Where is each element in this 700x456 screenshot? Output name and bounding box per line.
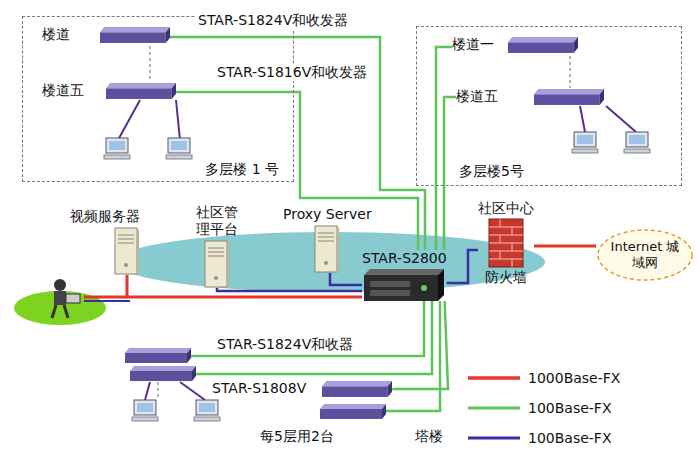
tower-uplink [386, 301, 440, 411]
edge-label: STAR-S1824V和收发器 [196, 12, 350, 29]
access-switch: 楼道五 [42, 82, 176, 99]
tower-switch [320, 404, 386, 419]
node-label: 楼道五 [456, 88, 498, 105]
annotation: STAR-S1824V和收器 [215, 336, 355, 353]
building-region: 多层楼 1 号 楼道楼道五 [22, 16, 294, 182]
server: Proxy Server [283, 206, 372, 273]
legend-sample [468, 376, 520, 380]
pc-icon [624, 132, 650, 153]
fiber-link [534, 245, 596, 248]
building-region: 多层楼5号 楼道一楼道五 [416, 26, 682, 186]
fiber-link [176, 92, 418, 250]
firewall-icon [488, 218, 524, 268]
server-icon [314, 225, 340, 273]
server-icon [114, 227, 140, 275]
server-icon [204, 240, 230, 288]
node-label: 楼道 [42, 26, 70, 43]
switch-icon [508, 37, 578, 53]
switch-icon [322, 381, 392, 397]
pc-icon [104, 138, 130, 159]
legend-text: 1000Base-FX [526, 370, 622, 387]
tower-switch [125, 348, 191, 363]
node-label: 多层楼 1 号 [205, 161, 279, 178]
node-label: 防火墙 [485, 269, 527, 286]
tower-uplink [196, 301, 432, 374]
pc-icon [194, 400, 220, 421]
annotation: 塔楼 [413, 428, 445, 445]
node-label: 社区管理平台 [195, 204, 239, 238]
access-switch: 楼道五 [456, 88, 604, 105]
legend-text: 100Base-FX [526, 430, 614, 447]
server: 社区管理平台 [195, 204, 239, 288]
access-switch: STAR-S1808V [212, 380, 392, 397]
node-label: STAR-S2800 [362, 250, 447, 267]
pc-icon [166, 138, 192, 159]
pc-link [145, 382, 150, 400]
server: 视频服务器 [70, 208, 140, 275]
pc-icon [572, 132, 598, 153]
node-label: Proxy Server [283, 206, 372, 223]
node-label: STAR-S1808V [212, 380, 306, 397]
fiber-link [127, 275, 362, 297]
fiber-link [392, 301, 448, 389]
node-label: Internet 城域网 [610, 239, 680, 271]
access-switch: 楼道一 [452, 36, 578, 53]
firewall: 社区中心防火墙 [478, 200, 534, 286]
pc-icon [132, 400, 158, 421]
node-label: 社区中心 [478, 200, 534, 217]
access-switch: 楼道 [42, 26, 170, 43]
edge-label: STAR-S1816V和收发器 [215, 64, 369, 81]
legend-sample [468, 407, 520, 410]
node-label: 楼道一 [452, 36, 494, 53]
pc-link [606, 106, 636, 132]
tower-switch [130, 366, 196, 381]
core-switch: STAR-S2800 [362, 250, 447, 301]
fiber-link [170, 37, 425, 250]
switch-icon [100, 27, 170, 43]
fiber-link [217, 288, 362, 291]
user-link-blue [84, 300, 130, 302]
user-link [84, 296, 127, 299]
node-label: 视频服务器 [70, 208, 140, 225]
switch-icon [534, 89, 604, 105]
tower-uplink [191, 301, 424, 356]
internet-cloud: Internet 城域网 [596, 228, 694, 282]
stack-link [158, 382, 159, 398]
pc-link [176, 100, 180, 140]
core-switch-icon [364, 269, 444, 301]
fiber-link [444, 97, 456, 250]
node-label: 楼道五 [42, 82, 84, 99]
stack-link [570, 56, 571, 88]
legend-text: 100Base-FX [526, 400, 614, 417]
user-figure [52, 279, 80, 318]
node-label: 多层楼5号 [459, 163, 524, 180]
pc-link [580, 106, 585, 132]
pc-link [118, 100, 140, 140]
legend-sample [468, 437, 520, 440]
switch-icon [106, 83, 176, 99]
fiber-link [330, 273, 362, 285]
fiber-link [447, 250, 478, 283]
annotation: 每5层用2台 [258, 428, 336, 445]
pc-link [180, 382, 205, 400]
stack-link [150, 46, 151, 82]
